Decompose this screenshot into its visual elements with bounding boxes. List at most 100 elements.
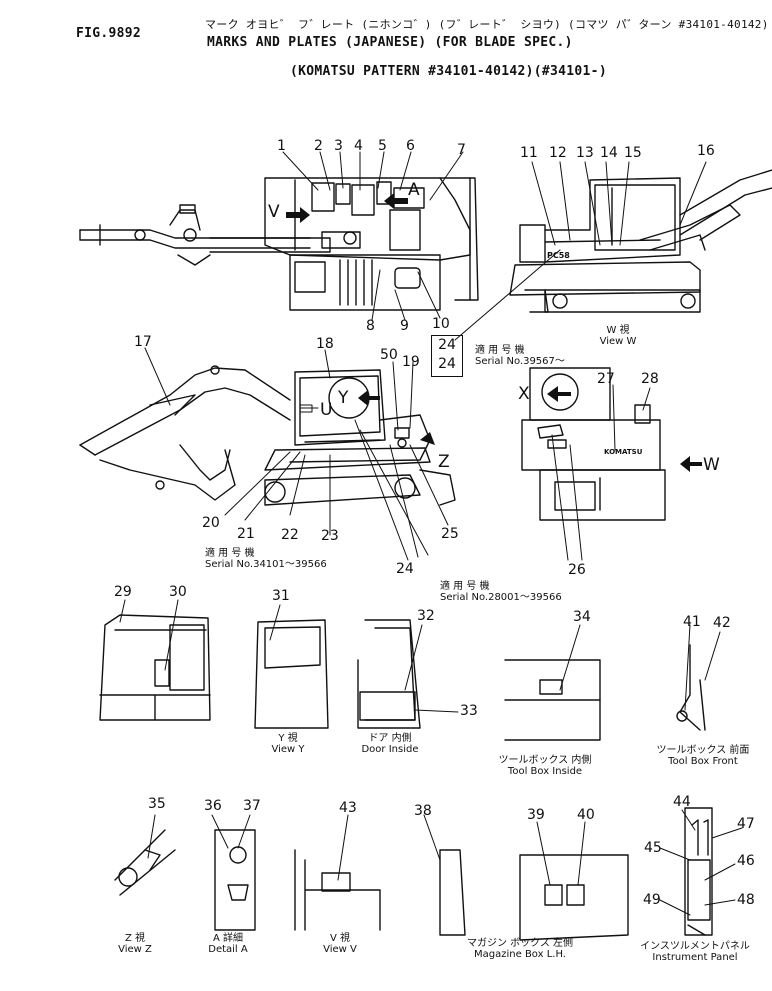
brand-komatsu-x: KOMATSU xyxy=(604,448,643,456)
callout-36: 36 xyxy=(204,798,222,814)
callout-25: 25 xyxy=(441,526,459,542)
figure-number: FIG.9892 xyxy=(76,26,142,41)
callout-31: 31 xyxy=(272,588,290,604)
view-y-arrow xyxy=(358,390,380,406)
caption-magazine: Magazine Box L.H. xyxy=(474,949,566,960)
callout-30: 30 xyxy=(169,584,187,600)
caption-view-y: View Y xyxy=(271,744,305,755)
callout-6: 6 xyxy=(406,138,415,154)
callout-13: 13 xyxy=(576,145,594,161)
serial-2: Serial No.34101～39566 xyxy=(205,559,327,570)
callout-47: 47 xyxy=(737,816,755,832)
callout-20: 20 xyxy=(202,515,220,531)
leader-lines-side xyxy=(455,162,706,340)
callout-24-box-top: 24 xyxy=(438,337,456,353)
view-letter-z: Z xyxy=(438,452,450,472)
caption-view-v-jp: V 視 xyxy=(329,933,351,944)
caption-view-z-jp: Z 視 xyxy=(124,933,146,944)
callout-42: 42 xyxy=(713,615,731,631)
view-u-arrow xyxy=(300,405,318,412)
caption-instrument: Instrument Panel xyxy=(652,952,738,963)
view-v-arrow xyxy=(286,207,310,223)
leader-lines-top xyxy=(283,152,463,320)
callout-26: 26 xyxy=(568,562,586,578)
leader-lines-row3 xyxy=(120,600,720,712)
callout-46: 46 xyxy=(737,853,755,869)
side-view-machine xyxy=(80,366,455,505)
title-english: MARKS AND PLATES (JAPANESE) (FOR BLADE S… xyxy=(207,35,573,50)
callout-43: 43 xyxy=(339,800,357,816)
leader-lines-mid xyxy=(145,348,448,560)
caption-tool-inside-jp: ツールボックス 内側 xyxy=(498,755,592,766)
view-letter-w: W xyxy=(703,455,720,475)
callout-33: 33 xyxy=(460,703,478,719)
view-w-arrow xyxy=(680,456,702,472)
callout-16: 16 xyxy=(697,143,715,159)
callout-5: 5 xyxy=(378,138,387,154)
side-view-w-machine xyxy=(510,170,772,312)
callout-18: 18 xyxy=(316,336,334,352)
callout-3: 3 xyxy=(334,138,343,154)
caption-view-z: View Z xyxy=(118,944,152,955)
caption-view-w-jp: W 視 xyxy=(606,325,630,336)
callout-28: 28 xyxy=(641,371,659,387)
serial-1: Serial No.39567～ xyxy=(475,356,565,367)
callout-19: 19 xyxy=(402,354,420,370)
caption-door-jp: ドア 内側 xyxy=(368,733,412,744)
serial-1-jp: 適 用 号 機 xyxy=(475,345,525,356)
caption-door: Door Inside xyxy=(361,744,419,755)
view-z-arrow xyxy=(420,432,435,445)
callout-44: 44 xyxy=(673,794,691,810)
view-letter-v: V xyxy=(268,202,280,222)
callout-14: 14 xyxy=(600,145,618,161)
callout-50: 50 xyxy=(380,347,398,363)
callout-37: 37 xyxy=(243,798,261,814)
caption-instrument-jp: インスツルメントパネル xyxy=(640,941,750,952)
caption-tool-inside: Tool Box Inside xyxy=(507,766,583,777)
cab-views-row xyxy=(100,615,705,740)
callout-34: 34 xyxy=(573,609,591,625)
callout-35: 35 xyxy=(148,796,166,812)
callout-10: 10 xyxy=(432,316,450,332)
callout-17: 17 xyxy=(134,334,152,350)
view-letter-x: X xyxy=(518,384,530,404)
callout-21: 21 xyxy=(237,526,255,542)
callout-1: 1 xyxy=(277,138,286,154)
serial-3-jp: 適 用 号 機 xyxy=(440,581,490,592)
callout-7: 7 xyxy=(457,142,466,158)
callout-22: 22 xyxy=(281,527,299,543)
callout-40: 40 xyxy=(577,807,595,823)
callout-49: 49 xyxy=(643,892,661,908)
caption-view-v: View V xyxy=(323,944,357,955)
callout-45: 45 xyxy=(644,840,662,856)
view-letter-a: A xyxy=(408,180,420,200)
caption-detail-a-jp: A 詳細 xyxy=(212,933,244,944)
caption-view-y-jp: Y 視 xyxy=(278,733,298,744)
callout-38: 38 xyxy=(414,803,432,819)
callout-29: 29 xyxy=(114,584,132,600)
callout-24-box-bottom: 24 xyxy=(438,356,456,372)
view-letter-y: Y xyxy=(338,388,349,408)
view-x-arrow xyxy=(547,386,571,402)
callout-48: 48 xyxy=(737,892,755,908)
callout-9: 9 xyxy=(400,318,409,334)
caption-view-w: View W xyxy=(599,336,637,347)
callout-27: 27 xyxy=(597,371,615,387)
leader-lines-x xyxy=(552,385,650,560)
brand-pc-top: PC58 xyxy=(547,251,570,260)
callout-41: 41 xyxy=(683,614,701,630)
callout-4: 4 xyxy=(354,138,363,154)
caption-tool-front: Tool Box Front xyxy=(668,756,738,767)
leader-lines-row4 xyxy=(148,810,742,915)
callout-12: 12 xyxy=(549,145,567,161)
callout-23: 23 xyxy=(321,528,339,544)
caption-tool-front-jp: ツールボックス 前面 xyxy=(656,745,750,756)
view-letter-u: U xyxy=(320,400,333,420)
callout-8: 8 xyxy=(366,318,375,334)
detail-views-row xyxy=(115,808,712,940)
callout-24: 24 xyxy=(396,561,414,577)
view-x-machine xyxy=(522,368,665,520)
caption-detail-a: Detail A xyxy=(208,944,248,955)
caption-magazine-jp: マガジン ボックス 左側 xyxy=(466,938,574,949)
